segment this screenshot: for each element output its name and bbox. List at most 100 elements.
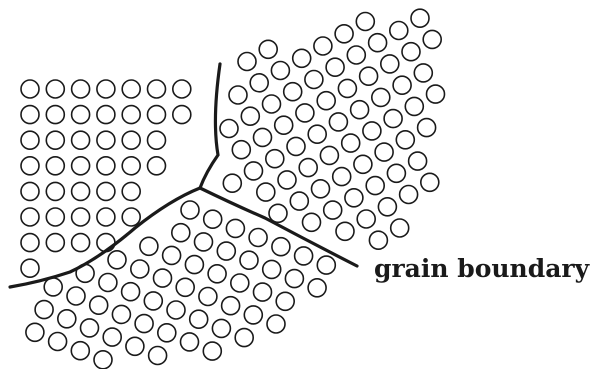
atom bbox=[226, 219, 244, 237]
atom bbox=[21, 259, 39, 277]
atom bbox=[296, 104, 314, 122]
atom bbox=[148, 80, 166, 98]
atom bbox=[360, 67, 378, 85]
atom bbox=[266, 150, 284, 168]
atom bbox=[390, 22, 408, 40]
atom bbox=[269, 204, 287, 222]
grain-boundary-label: grain boundary bbox=[374, 254, 591, 283]
atom bbox=[217, 242, 235, 260]
atom bbox=[241, 107, 259, 125]
atom bbox=[122, 208, 140, 226]
atom bbox=[190, 310, 208, 328]
atom bbox=[329, 113, 347, 131]
atom bbox=[409, 152, 427, 170]
atom bbox=[324, 201, 342, 219]
atom bbox=[122, 157, 140, 175]
atom bbox=[21, 80, 39, 98]
atom bbox=[372, 88, 390, 106]
atom bbox=[405, 97, 423, 115]
atom bbox=[363, 122, 381, 140]
atom bbox=[172, 224, 190, 242]
atom bbox=[271, 62, 289, 80]
atom bbox=[135, 315, 153, 333]
atom bbox=[411, 9, 429, 27]
atom bbox=[72, 182, 90, 200]
atom bbox=[148, 106, 166, 124]
atom bbox=[195, 233, 213, 251]
atom bbox=[97, 106, 115, 124]
atom bbox=[185, 256, 203, 274]
atom bbox=[381, 55, 399, 73]
atom bbox=[46, 208, 64, 226]
atom bbox=[21, 182, 39, 200]
atom bbox=[49, 333, 67, 351]
atom bbox=[223, 174, 241, 192]
atom bbox=[320, 146, 338, 164]
atom bbox=[414, 64, 432, 82]
atom bbox=[81, 319, 99, 337]
atom bbox=[181, 333, 199, 351]
atom bbox=[97, 80, 115, 98]
atom bbox=[366, 177, 384, 195]
atom bbox=[254, 128, 272, 146]
grain-left-atoms bbox=[21, 80, 191, 277]
atom bbox=[21, 106, 39, 124]
atom bbox=[387, 164, 405, 182]
atom bbox=[231, 274, 249, 292]
atom bbox=[103, 328, 121, 346]
atom bbox=[245, 162, 263, 180]
atom bbox=[254, 283, 272, 301]
atom bbox=[356, 13, 374, 31]
atom bbox=[72, 208, 90, 226]
atom bbox=[148, 157, 166, 175]
atom bbox=[35, 301, 53, 319]
atom bbox=[67, 287, 85, 305]
atom bbox=[199, 288, 217, 306]
atom bbox=[46, 182, 64, 200]
atom bbox=[97, 131, 115, 149]
atom bbox=[423, 30, 441, 48]
atom bbox=[46, 106, 64, 124]
atom bbox=[317, 92, 335, 110]
atom bbox=[391, 219, 409, 237]
atom bbox=[275, 116, 293, 134]
atom bbox=[46, 131, 64, 149]
atom bbox=[72, 131, 90, 149]
atom bbox=[338, 79, 356, 97]
atom bbox=[21, 208, 39, 226]
atom bbox=[244, 306, 262, 324]
atom bbox=[158, 324, 176, 342]
atom bbox=[212, 319, 230, 337]
atom bbox=[181, 201, 199, 219]
atom bbox=[314, 37, 332, 55]
atom bbox=[369, 34, 387, 52]
atom bbox=[290, 192, 308, 210]
atom bbox=[418, 119, 436, 137]
atom bbox=[235, 329, 253, 347]
atom bbox=[122, 283, 140, 301]
atom bbox=[154, 269, 172, 287]
atom bbox=[287, 137, 305, 155]
atom bbox=[295, 247, 313, 265]
atom bbox=[72, 234, 90, 252]
atom bbox=[122, 182, 140, 200]
atom bbox=[72, 106, 90, 124]
atom bbox=[357, 210, 375, 228]
atom bbox=[342, 134, 360, 152]
atom bbox=[402, 43, 420, 61]
atom bbox=[396, 131, 414, 149]
atom bbox=[305, 71, 323, 89]
atom bbox=[232, 141, 250, 159]
atom bbox=[303, 213, 321, 231]
atom bbox=[97, 182, 115, 200]
boundary-line-top bbox=[200, 64, 220, 188]
atom bbox=[345, 189, 363, 207]
atom bbox=[351, 101, 369, 119]
atom bbox=[284, 83, 302, 101]
atom bbox=[131, 260, 149, 278]
atom bbox=[122, 131, 140, 149]
atom bbox=[26, 323, 44, 341]
atom bbox=[204, 210, 222, 228]
atom bbox=[122, 106, 140, 124]
atom bbox=[167, 301, 185, 319]
